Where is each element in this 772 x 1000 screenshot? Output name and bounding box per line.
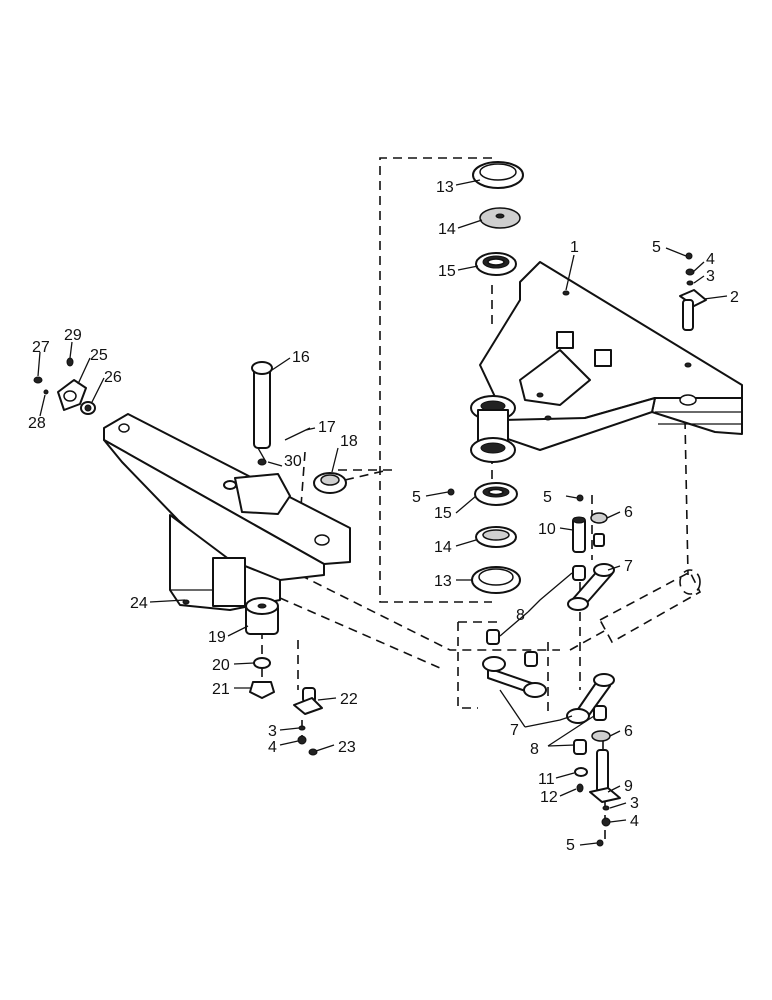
callout-23: 23 <box>338 739 356 756</box>
callout-14-top: 14 <box>438 221 456 238</box>
callout-17: 17 <box>318 419 336 436</box>
screw-23 <box>308 748 318 756</box>
frame-block-2 <box>594 349 612 367</box>
callout-8-upper: 8 <box>516 607 525 624</box>
kingpin-16 <box>253 367 271 449</box>
bolt-4b <box>601 817 611 827</box>
callout-7-upper: 7 <box>624 558 633 575</box>
callout-4-top: 4 <box>706 251 715 268</box>
spacer-6b <box>591 730 611 742</box>
callout-6-lower: 6 <box>624 723 633 740</box>
callout-2: 2 <box>730 289 739 306</box>
callout-29: 29 <box>64 327 82 344</box>
cylinder-outline <box>569 569 702 651</box>
callout-26: 26 <box>104 369 122 386</box>
bolt-29 <box>66 357 74 367</box>
callout-4-left: 4 <box>268 739 277 756</box>
callout-13-top: 13 <box>436 179 454 196</box>
callout-labels: 13 14 15 1 5 4 3 2 5 15 14 13 5 6 10 7 8… <box>28 179 739 854</box>
bolt-12 <box>576 783 584 793</box>
bushing-8d <box>593 705 607 721</box>
nut-5c <box>576 494 584 502</box>
callout-27: 27 <box>32 339 50 356</box>
callout-5-center-right: 5 <box>543 489 552 506</box>
callout-13-bottom: 13 <box>434 573 452 590</box>
callout-6-upper: 6 <box>624 504 633 521</box>
nut-5a <box>685 252 693 260</box>
callout-10: 10 <box>538 521 556 538</box>
washer-3c <box>298 725 306 731</box>
callout-15-top: 15 <box>438 263 456 280</box>
bushing-stack-bottom <box>471 482 521 594</box>
washer-28 <box>43 389 49 395</box>
callout-3-top: 3 <box>706 268 715 285</box>
callout-22: 22 <box>340 691 358 708</box>
washer-3a <box>686 280 694 286</box>
callout-16: 16 <box>292 349 310 366</box>
callout-30: 30 <box>284 453 302 470</box>
spacer-6a <box>590 512 608 524</box>
callout-25: 25 <box>90 347 108 364</box>
nut-21 <box>249 681 275 699</box>
callout-11: 11 <box>538 771 555 788</box>
bolt-4a <box>685 268 695 276</box>
callout-5-top: 5 <box>652 239 661 256</box>
main-frame <box>470 261 743 463</box>
bushing-8e <box>573 739 587 755</box>
bushing-8c <box>524 651 538 667</box>
callout-12: 12 <box>540 789 558 806</box>
callout-15-bottom: 15 <box>434 505 452 522</box>
link-arm-lower <box>566 673 615 755</box>
leader-lines <box>37 179 728 846</box>
left-hardware <box>33 357 347 756</box>
callout-20: 20 <box>212 657 230 674</box>
bolt-27 <box>33 376 43 384</box>
callout-5-lower: 5 <box>566 837 575 854</box>
nut-5d <box>596 839 604 847</box>
callout-19: 19 <box>208 629 226 646</box>
hardware-lower-right <box>574 730 621 847</box>
bolt-4c <box>297 735 307 745</box>
link-arm-upper <box>567 563 615 611</box>
washer-3b <box>602 805 610 811</box>
callout-4-lower: 4 <box>630 813 639 830</box>
frame-block-1 <box>556 331 574 349</box>
hardware-upper-right <box>679 252 707 331</box>
link-arm-middle <box>482 629 547 698</box>
callout-21: 21 <box>212 681 230 698</box>
bushing-8b <box>486 629 500 645</box>
callout-24: 24 <box>130 595 148 612</box>
nut-5b <box>447 488 455 496</box>
callout-3-lower: 3 <box>630 795 639 812</box>
callout-7-lower: 7 <box>510 722 519 739</box>
callout-3-left: 3 <box>268 723 277 740</box>
callout-9: 9 <box>624 778 633 795</box>
callout-28: 28 <box>28 415 46 432</box>
pin-9 <box>596 749 609 793</box>
callout-8-lower: 8 <box>530 741 539 758</box>
callout-18: 18 <box>340 433 358 450</box>
bushing-stack-top <box>472 161 524 276</box>
hardware-center <box>447 488 608 553</box>
washer-11 <box>574 767 588 777</box>
washer-20 <box>253 657 271 669</box>
pin-17 <box>284 427 311 441</box>
callout-1: 1 <box>570 239 579 256</box>
axle-beam <box>103 413 351 611</box>
callout-5-center-left: 5 <box>412 489 421 506</box>
callout-14-bottom: 14 <box>434 539 452 556</box>
bushing-8a <box>572 565 586 581</box>
grease-fitting-30 <box>257 458 267 466</box>
